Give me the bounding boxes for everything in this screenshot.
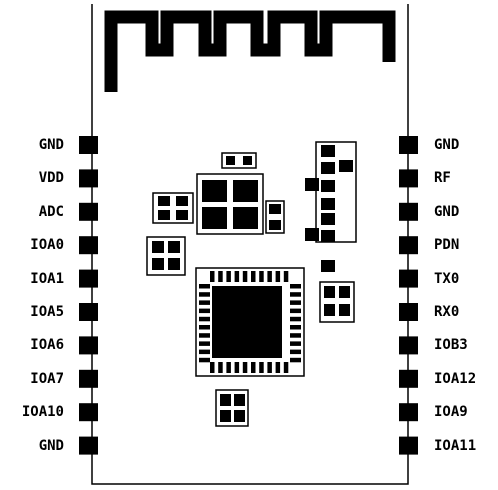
edge-pad-right-7 — [399, 369, 418, 388]
pin-label-right-2: GND — [434, 203, 460, 220]
qfn-pin-32 — [275, 271, 281, 282]
qfn-pin-36 — [283, 271, 289, 282]
edge-pad-right-0 — [399, 136, 418, 154]
qfn-pin-29 — [267, 362, 272, 373]
capacitor-right-ic — [319, 281, 355, 323]
qfn-pin-6 — [199, 292, 210, 297]
pin-label-left-8: IOA10 — [21, 404, 64, 421]
qfn-pin-33 — [275, 362, 281, 373]
qfn-pin-16 — [242, 271, 248, 282]
qfn-pin-26 — [199, 333, 210, 338]
edge-pad-left-7 — [79, 369, 98, 388]
qfn-pin-0 — [210, 271, 215, 282]
qfn-pin-35 — [290, 349, 301, 355]
edge-pad-left-6 — [79, 336, 98, 355]
edge-pad-right-1 — [399, 169, 418, 188]
qfn-pin-39 — [290, 357, 301, 363]
qfn-pin-18 — [199, 316, 210, 322]
qfn-pin-3 — [290, 284, 301, 289]
pin-label-left-0: GND — [38, 137, 64, 153]
edge-pad-right-3 — [399, 236, 418, 255]
edge-pad-left-8 — [79, 403, 98, 422]
edge-pad-right-4 — [399, 269, 418, 288]
edge-pad-right-6 — [399, 336, 418, 355]
right-pad-group — [399, 136, 418, 455]
capacitor-left-upper — [152, 192, 194, 224]
edge-pad-left-9 — [79, 436, 98, 455]
edge-pad-right-2 — [399, 202, 418, 221]
qfn-pin-7 — [290, 292, 301, 297]
pin-label-right-3: PDN — [434, 237, 460, 254]
capacitor-bottom — [215, 389, 249, 427]
edge-pad-left-1 — [79, 169, 98, 188]
qfn-pin-1 — [210, 362, 215, 373]
qfn-pin-14 — [199, 308, 210, 314]
pin-label-left-3: IOA0 — [30, 237, 64, 254]
crystal-component — [196, 173, 264, 235]
qfn-pin-25 — [259, 362, 264, 373]
pin-label-right-5: RX0 — [434, 304, 460, 320]
qfn-pin-4 — [218, 271, 223, 282]
qfn-pin-24 — [259, 271, 264, 282]
edge-pad-right-9 — [399, 436, 418, 455]
qfn-pin-27 — [290, 333, 301, 338]
left-pad-group — [79, 136, 98, 455]
pin-label-right-1: RF — [434, 170, 451, 187]
qfn-pin-30 — [199, 341, 210, 346]
edge-pad-left-5 — [79, 303, 98, 321]
pin-label-left-1: VDD — [38, 170, 64, 187]
capacitor-mid — [265, 200, 285, 234]
edge-pad-right-8 — [399, 403, 418, 422]
qfn-pin-11 — [290, 300, 301, 305]
pin-label-left-9: GND — [38, 437, 64, 454]
qfn-pin-23 — [290, 325, 301, 330]
passive-column-right — [305, 141, 357, 272]
qfn-pin-8 — [226, 271, 231, 282]
pin-label-right-0: GND — [434, 137, 460, 153]
qfn-pin-9 — [226, 362, 231, 373]
qfn-pin-5 — [218, 362, 223, 373]
pin-label-right-4: TX0 — [434, 270, 460, 287]
qfn-pin-20 — [251, 271, 256, 282]
qfn-pin-31 — [290, 341, 301, 346]
qfn-pin-10 — [199, 300, 210, 305]
antenna-trace — [104, 10, 396, 92]
qfn-pin-28 — [267, 271, 272, 282]
pin-label-right-8: IOA9 — [434, 404, 468, 421]
main-ic-qfn — [195, 267, 305, 377]
pin-label-left-2: ADC — [38, 203, 64, 220]
qfn-pin-13 — [234, 362, 240, 373]
edge-pad-left-3 — [79, 236, 98, 255]
pin-label-left-5: IOA5 — [30, 304, 64, 320]
capacitor-top — [221, 152, 257, 169]
edge-pad-right-5 — [399, 303, 418, 321]
qfn-pin-22 — [199, 325, 210, 330]
qfn-pin-37 — [283, 362, 289, 373]
qfn-pin-38 — [199, 357, 210, 363]
qfn-pin-12 — [234, 271, 240, 282]
pin-label-left-7: IOA7 — [30, 370, 64, 387]
pin-label-left-6: IOA6 — [30, 337, 64, 354]
edge-pad-left-0 — [79, 136, 98, 154]
edge-pad-left-2 — [79, 202, 98, 221]
pin-label-right-6: IOB3 — [434, 337, 468, 354]
edge-pad-left-4 — [79, 269, 98, 288]
qfn-pin-15 — [290, 308, 301, 314]
qfn-pin-21 — [251, 362, 256, 373]
pin-label-left-4: IOA1 — [30, 270, 64, 287]
pin-label-right-9: IOA11 — [434, 437, 477, 454]
qfn-pin-34 — [199, 349, 210, 355]
capacitor-left-lower — [146, 236, 186, 276]
qfn-pin-17 — [242, 362, 248, 373]
qfn-pin-2 — [199, 284, 210, 289]
qfn-pin-19 — [290, 316, 301, 322]
module-outline — [91, 4, 409, 485]
pin-label-right-7: IOA12 — [434, 370, 477, 387]
